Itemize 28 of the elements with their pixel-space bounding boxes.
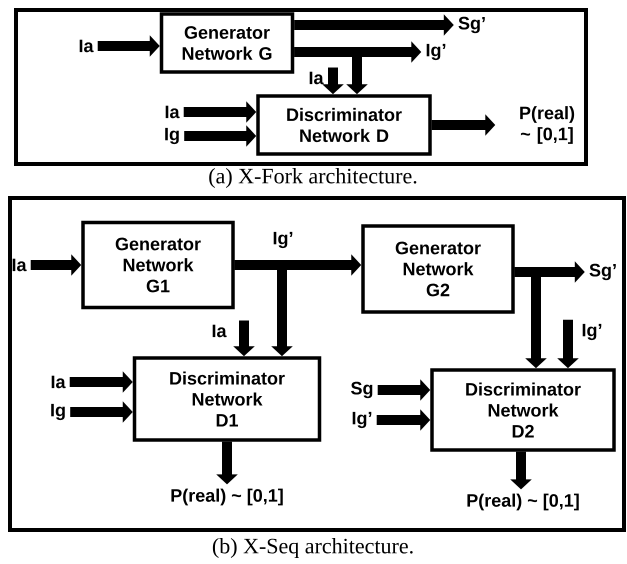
panel-frame [14,8,588,166]
signal-label: Sg’ [590,264,616,280]
network-box: Discriminator Network D1 [132,356,322,442]
network-box: Generator Network G [160,12,294,74]
signal-label: Sg’ [458,16,485,34]
edge-label: Ig’ [272,230,294,250]
signal-label: Ia [12,258,27,272]
signal-label: Sg [351,382,372,398]
network-box: Discriminator Network D [256,94,432,156]
node-label: (a) X-Fork architecture. [209,168,416,188]
signal-label: P(real) ~ [0,1] [467,494,579,510]
network-box: Discriminator Network D2 [430,368,616,452]
network-box: Generator Network G2 [361,224,515,314]
signal-label: P(real) ~ [0,1] [171,488,283,506]
signal-label: Ia [310,72,324,84]
signal-label: Ia [52,376,66,388]
signal-label: Ig’ [352,412,372,428]
signal-label: P(real) ~ [0,1] [520,106,574,144]
signal-label: Ig [165,128,179,144]
signal-label: Ia [80,40,94,52]
signal-label: Ia [166,106,180,118]
signal-label: Ia [212,324,227,338]
signal-label: Ig’ [582,324,602,340]
signal-label: Ig’ [426,44,446,60]
panel-frame [8,196,626,532]
node-label: (b) X-Seq architecture. [212,538,413,558]
signal-label: Ig [51,404,65,420]
network-box: Generator Network G1 [81,220,235,310]
